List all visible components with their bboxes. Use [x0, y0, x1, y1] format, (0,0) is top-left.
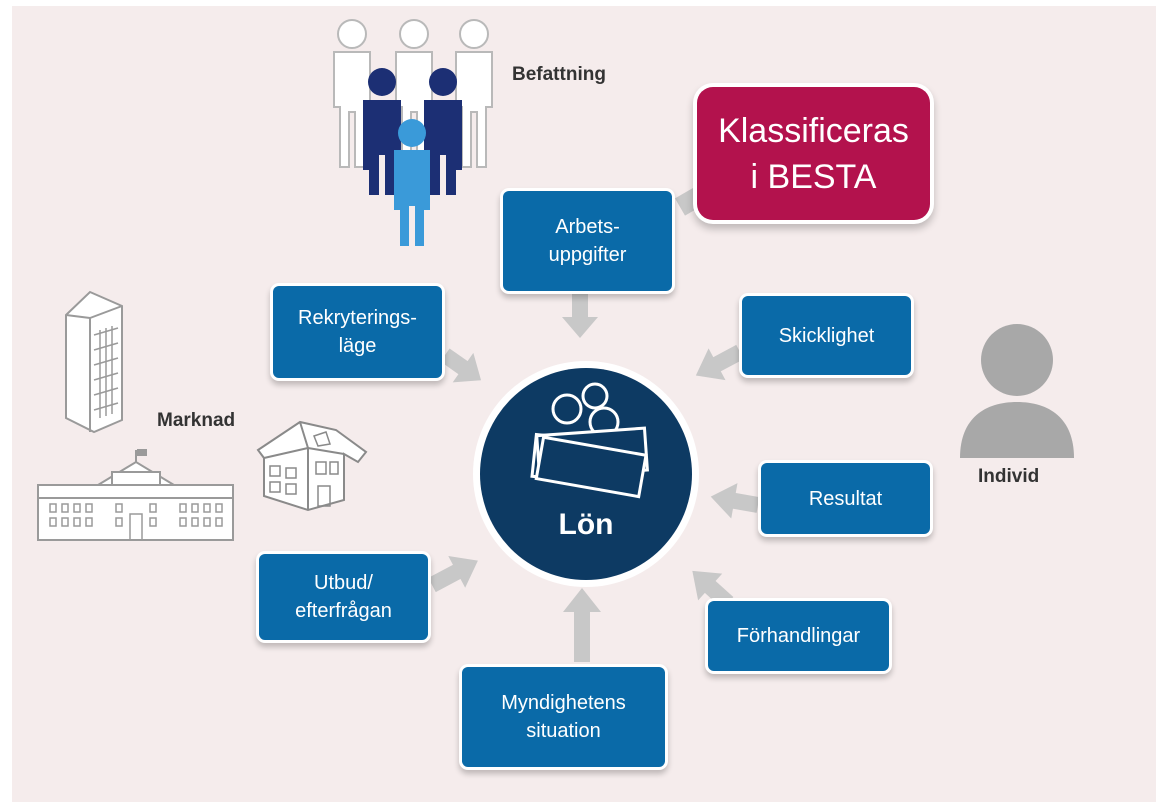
outcome-besta-box: Klassificeras i BESTA — [697, 87, 930, 220]
government-building-icon — [37, 449, 234, 541]
arrow-utbud — [428, 555, 478, 593]
arrow-skicklighet — [695, 344, 744, 381]
factor-utbud: Utbud/ efterfrågan — [259, 554, 428, 640]
office-tower-icon — [65, 290, 123, 434]
arrow-rekryteringslage — [440, 348, 482, 383]
center-label-lon: Lön — [558, 508, 614, 541]
group-label-befattning: Befattning — [512, 64, 606, 85]
people-group-icon — [333, 19, 493, 246]
factor-arbetsuppgifter: Arbets- uppgifter — [503, 191, 672, 291]
group-label-marknad: Marknad — [157, 410, 236, 431]
factor-rekryteringslage: Rekryterings- läge — [273, 286, 442, 378]
factor-myndighetens: Myndighetens situation — [462, 667, 665, 767]
person-silhouette-icon — [960, 324, 1074, 458]
group-label-individ: Individ — [978, 466, 1040, 487]
house-icon — [256, 420, 368, 512]
factor-skicklighet: Skicklighet — [742, 296, 911, 375]
arrow-arbetsuppgifter — [562, 293, 598, 338]
arrow-resultat — [710, 483, 760, 519]
money-coins-icon — [530, 382, 649, 499]
arrow-myndighetens — [563, 588, 601, 662]
factor-forhandlingar: Förhandlingar — [708, 601, 889, 671]
factor-resultat: Resultat — [761, 463, 930, 534]
